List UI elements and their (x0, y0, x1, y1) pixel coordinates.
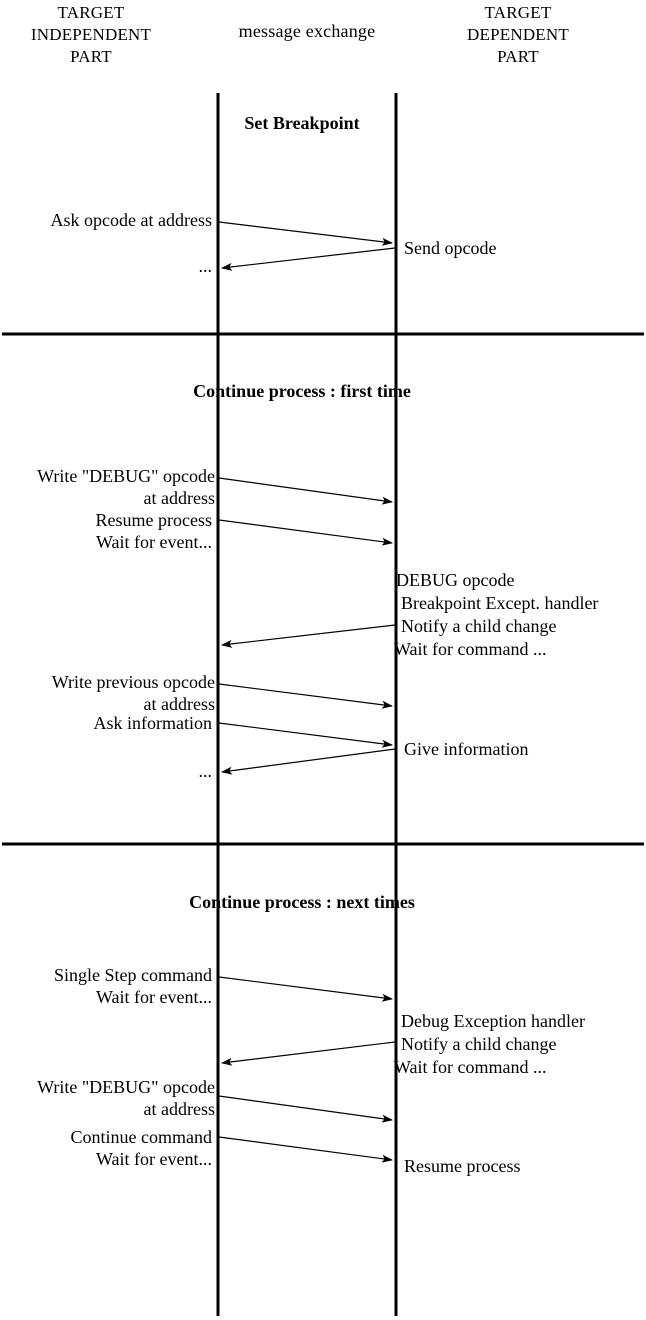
header-target-dependent-part: TARGET DEPENDENT PART (467, 3, 569, 66)
message-wait-for-event-1: Wait for event... (95, 532, 212, 552)
message-ask-information: Ask information (93, 713, 213, 733)
arrow-notify-child-change (221, 624, 396, 648)
message-wait-for-command-1: Wait for command ... (394, 639, 547, 659)
message-write-previous-opcode-at-address: Write previous opcode at address (51, 672, 215, 714)
section-title-continue-process-next-times: Continue process : next times (189, 892, 415, 912)
message-wait-for-command-2: Wait for command ... (394, 1057, 547, 1077)
header-message-exchange: message exchange (238, 21, 376, 41)
arrow-send-opcode (221, 247, 396, 271)
message-give-information: Give information (404, 739, 529, 759)
arrow-ask-information (218, 722, 393, 748)
message-wait-for-event-3: Wait for event... (95, 1149, 212, 1169)
message-wait-for-event-2: Wait for event... (95, 987, 212, 1007)
message-resume-process-2: Resume process (404, 1156, 521, 1176)
header-target-independent-part: TARGET INDEPENDENT PART (30, 3, 152, 66)
arrow-write-debug-opcode (218, 477, 393, 505)
arrow-notify-child-change-2 (221, 1041, 396, 1066)
message-write-debug-opcode-at-address: Write "DEBUG" opcode at address (37, 466, 215, 508)
section-title-set-breakpoint: Set Breakpoint (244, 113, 360, 133)
section-title-continue-process-first-time: Continue process : first time (193, 381, 411, 401)
arrow-write-previous-opcode (218, 683, 393, 709)
message-ellipsis-1: ... (198, 256, 213, 276)
message-debug-opcode: DEBUG opcode (396, 570, 515, 590)
arrow-single-step-command (218, 976, 393, 1002)
message-debug-exception-handler: Debug Exception handler (401, 1011, 585, 1031)
message-continue-command: Continue command (70, 1127, 212, 1147)
message-breakpoint-except-handler: Breakpoint Except. handler (401, 593, 599, 613)
message-ask-opcode-at-address: Ask opcode at address (50, 210, 212, 230)
message-single-step-command: Single Step command (54, 965, 212, 985)
arrow-continue-command (218, 1136, 393, 1163)
message-notify-a-child-change: Notify a child change (401, 616, 557, 636)
message-resume-process: Resume process (95, 510, 212, 530)
message-notify-a-child-change-2: Notify a child change (401, 1034, 557, 1054)
arrow-give-information (221, 748, 396, 775)
message-ellipsis-2: ... (198, 761, 213, 781)
arrow-ask-opcode (218, 221, 393, 246)
arrow-resume-process (218, 519, 393, 546)
arrow-write-debug-opcode-2 (218, 1095, 393, 1123)
message-write-debug-opcode-at-address-2: Write "DEBUG" opcode at address (37, 1077, 215, 1119)
message-send-opcode: Send opcode (404, 238, 497, 258)
